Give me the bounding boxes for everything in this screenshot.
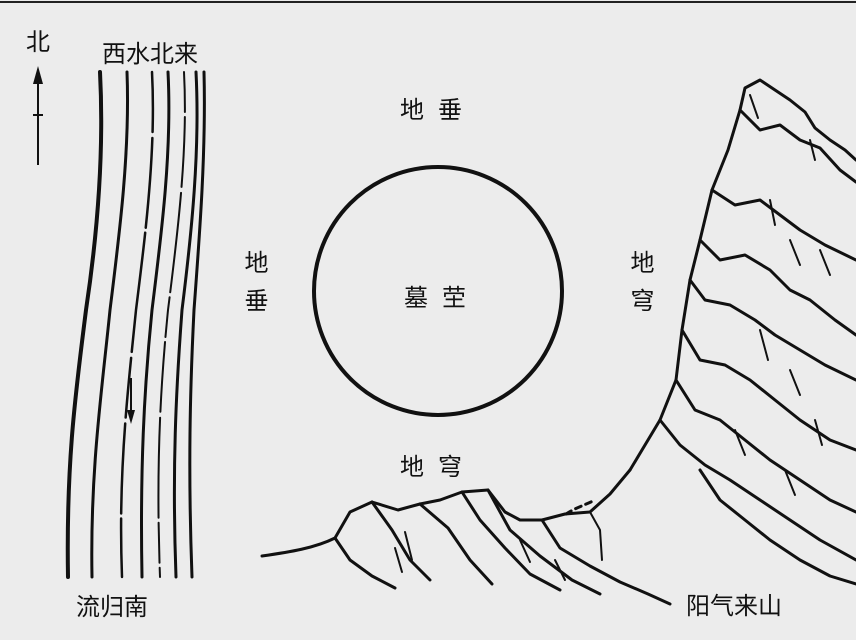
river-line <box>157 71 186 578</box>
bottom-ground-label: 地穹 <box>400 453 476 481</box>
water-source-label: 西水北来 <box>102 40 198 68</box>
river-line <box>139 70 171 579</box>
tomb-circle <box>312 165 564 417</box>
tomb-label: 墓茔 <box>404 284 480 312</box>
river-line <box>65 70 104 579</box>
north-label: 北 <box>26 28 50 56</box>
flow-destination-label: 流归南 <box>76 593 148 621</box>
river-line <box>172 70 199 579</box>
right-ground-label: 地穹 <box>626 250 654 326</box>
left-ground-label: 地垂 <box>240 250 268 326</box>
lower-mountains <box>260 468 672 606</box>
river-line <box>188 70 206 579</box>
large-mountain <box>628 78 856 586</box>
flow-arrow-icon <box>127 378 135 424</box>
north-arrow-icon <box>33 66 43 165</box>
river-lines <box>65 70 206 579</box>
river-line <box>90 70 130 579</box>
river-line <box>119 70 155 579</box>
top-ground-label: 地垂 <box>400 96 476 124</box>
mountain-label: 阳气来山 <box>686 592 782 620</box>
